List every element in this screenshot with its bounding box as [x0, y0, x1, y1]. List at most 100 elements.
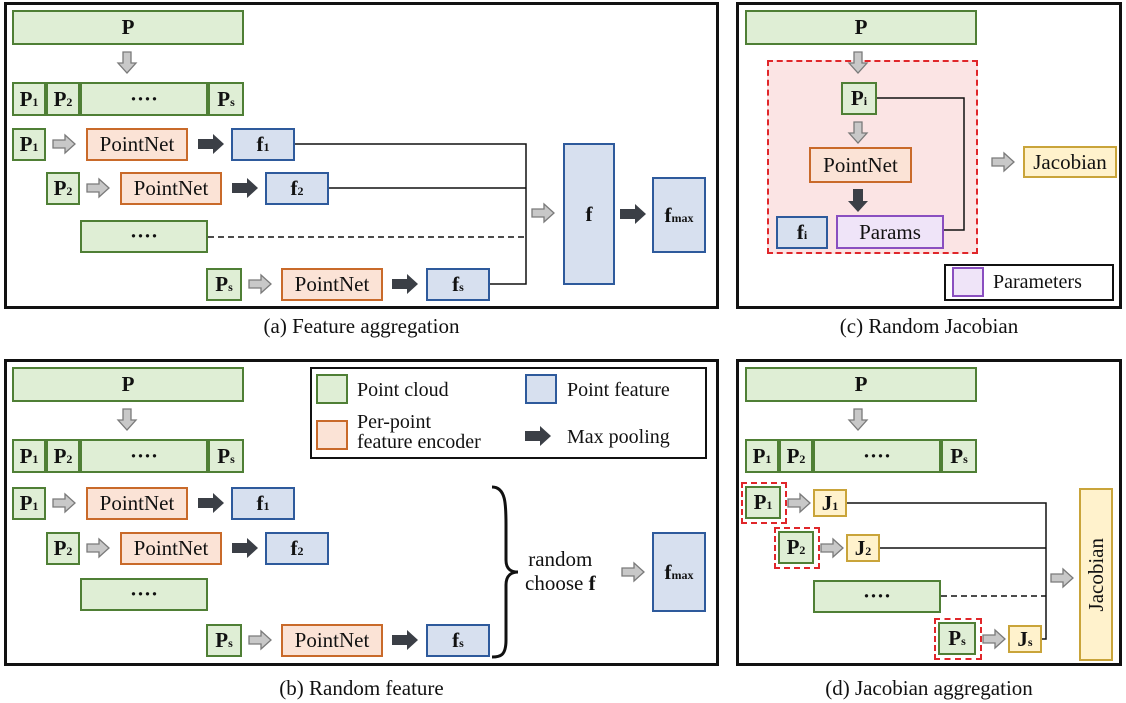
random-line: random [528, 547, 593, 571]
b-row-dots: ···· [80, 578, 208, 611]
d-point-cloud-P: P [745, 367, 977, 402]
d-row2-random-box [774, 527, 820, 569]
d-row3-random-box [934, 618, 982, 660]
c-jacobian: Jacobian [1023, 146, 1117, 178]
patch-dots: ···· [80, 82, 208, 116]
b-row1-pointnet: PointNet [86, 487, 188, 520]
b-row2-maxpool-icon [232, 538, 258, 558]
a-row3-arrow-icon [248, 274, 272, 294]
d-row2-arrow-icon [820, 538, 844, 558]
c-down-dark-arrow-icon [848, 189, 868, 212]
aggregated-f: f [563, 143, 615, 285]
d-row-dots: ···· [813, 580, 941, 613]
legend-encoder-line2: feature encoder [357, 431, 481, 453]
c-down-arrow2-icon [848, 121, 868, 144]
d-to-jacobian-arrow-icon [1050, 568, 1074, 588]
legend-max-pooling: Max pooling [567, 426, 670, 448]
caption-d: (d) Jacobian aggregation [825, 676, 1033, 700]
legend [310, 367, 707, 459]
d-row3-arrow-icon [982, 629, 1006, 649]
random-choose-label: random choose f [525, 547, 596, 595]
c-point-cloud-P: P [745, 10, 977, 45]
b-row3-pointnet: PointNet [281, 624, 383, 657]
a-final-maxpool-icon [620, 204, 646, 224]
a-down-arrow-icon [117, 51, 137, 74]
d-down-arrow-icon [848, 408, 868, 431]
b-row2-pointnet: PointNet [120, 532, 222, 565]
b-row1-maxpool-icon [198, 493, 224, 513]
a-row1-maxpool-icon [198, 134, 224, 154]
c-params: Params [836, 215, 944, 249]
d-row1-arrow-icon [787, 493, 811, 513]
c-legend-swatch [952, 267, 984, 297]
legend-point-feature: Point feature [567, 379, 670, 401]
legend-point-cloud: Point cloud [357, 379, 449, 401]
b-point-cloud-P: P [12, 367, 244, 402]
c-legend-parameters: Parameters [993, 271, 1082, 293]
a-row1-arrow-icon [52, 134, 76, 154]
random-region [767, 60, 978, 254]
d-patch-dots: ···· [813, 439, 941, 473]
b-down-arrow-icon [117, 408, 137, 431]
row3-pointnet: PointNet [281, 268, 383, 301]
point-cloud-P: P [12, 10, 244, 45]
b-row3-maxpool-icon [392, 630, 418, 650]
row2-pointnet: PointNet [120, 172, 222, 205]
d-row1-random-box [741, 482, 787, 524]
b-row1-arrow-icon [52, 493, 76, 513]
legend-point-feature-swatch [525, 374, 557, 404]
caption-a: (a) Feature aggregation [263, 314, 460, 338]
row-dots: ···· [80, 220, 208, 253]
a-row2-arrow-icon [86, 178, 110, 198]
legend-encoder-line1: Per-point [357, 411, 432, 433]
a-row2-maxpool-icon [232, 178, 258, 198]
row1-pointnet: PointNet [86, 128, 188, 161]
c-to-jacobian-arrow-icon [991, 152, 1015, 172]
choose-line: choose f [525, 571, 596, 596]
d-jacobian: Jacobian [1079, 488, 1113, 661]
legend-encoder: Per-point feature encoder [357, 412, 481, 452]
c-down-arrow-icon [848, 51, 868, 74]
c-pointnet: PointNet [809, 147, 912, 183]
b-patch-dots: ···· [80, 439, 208, 473]
legend-maxpool-icon [525, 426, 551, 446]
caption-c: (c) Random Jacobian [839, 314, 1019, 338]
legend-encoder-swatch [316, 420, 348, 450]
caption-b: (b) Random feature [279, 676, 444, 700]
b-row2-arrow-icon [86, 538, 110, 558]
a-aggregate-arrow-icon [531, 203, 555, 223]
b-choose-arrow-icon [621, 562, 645, 582]
curly-brace [491, 485, 519, 659]
b-row3-arrow-icon [248, 630, 272, 650]
